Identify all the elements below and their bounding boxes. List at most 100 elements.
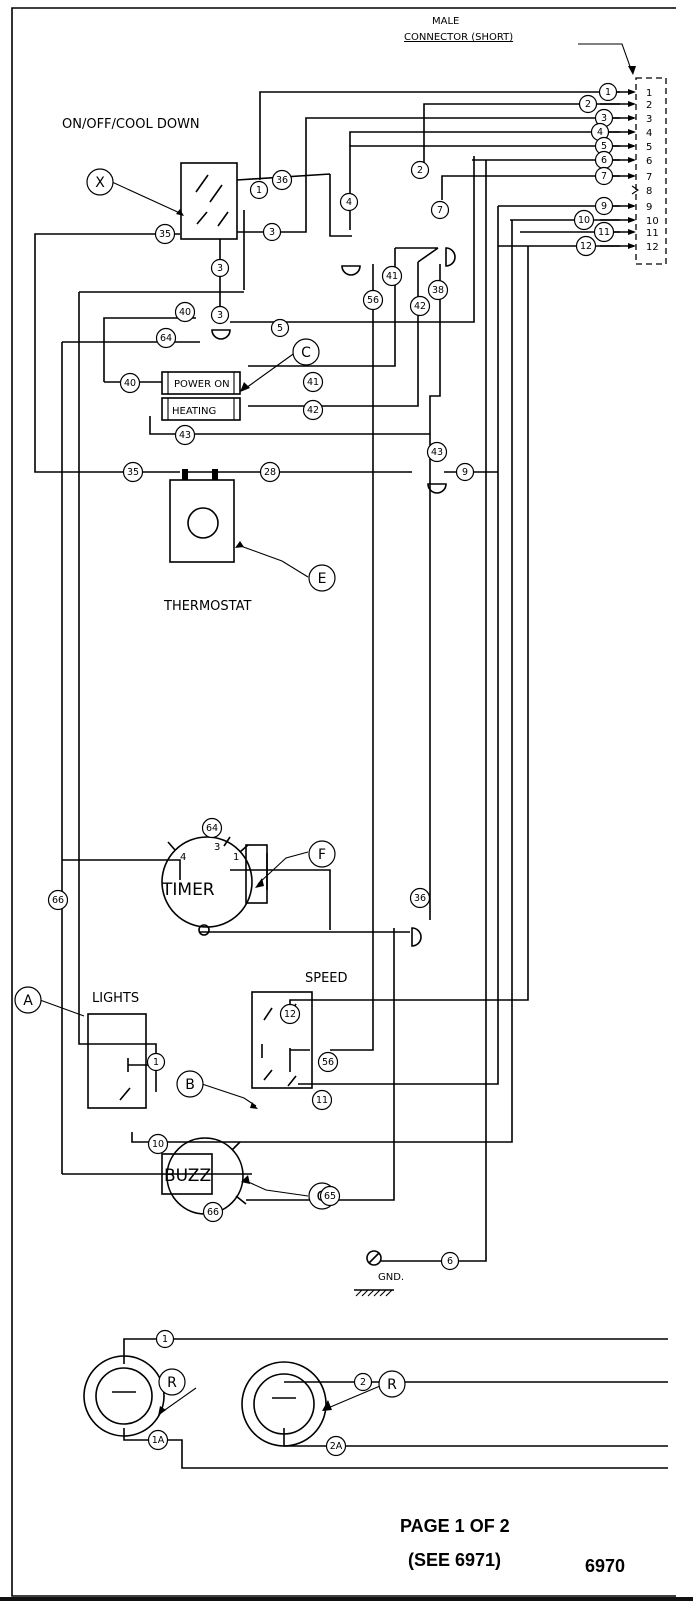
callout-f-letter: F bbox=[318, 847, 326, 863]
pin-arrow bbox=[628, 129, 636, 135]
connector-pin-8-mark bbox=[631, 185, 639, 195]
callout-r1-letter: R bbox=[167, 1375, 177, 1391]
wire-bubble bbox=[302, 371, 324, 393]
callout-a-letter: A bbox=[23, 993, 33, 1009]
wire-number: 66 bbox=[52, 895, 64, 906]
wire-number: 40 bbox=[124, 378, 136, 389]
wire-bubble bbox=[339, 192, 359, 212]
drawing-number: 6970 bbox=[585, 1556, 625, 1576]
wire-bubble bbox=[440, 1251, 460, 1271]
connector-pin-number: 5 bbox=[646, 142, 652, 153]
timer-terminal-4: 4 bbox=[180, 852, 186, 863]
wire-bubble bbox=[146, 1052, 166, 1072]
lights-switch bbox=[87, 1013, 147, 1109]
wire-number: 2 bbox=[360, 1377, 366, 1388]
wire-number: 3 bbox=[217, 263, 223, 274]
wire-bubble bbox=[325, 1435, 347, 1457]
switch-contacts bbox=[195, 174, 229, 227]
timer-terminal-1: 1 bbox=[233, 852, 239, 863]
wire-bubble bbox=[594, 196, 614, 216]
wire-number: 56 bbox=[322, 1057, 334, 1068]
wire-number: 36 bbox=[276, 175, 288, 186]
wire-number: 35 bbox=[127, 467, 139, 478]
connector-pin-number: 9 bbox=[646, 202, 652, 213]
wire-bubble bbox=[575, 235, 597, 257]
wire-bubble bbox=[426, 441, 448, 463]
wire-number: 43 bbox=[179, 430, 191, 441]
connector-pin-number: 12 bbox=[646, 242, 659, 253]
wire-number: 11 bbox=[598, 227, 610, 238]
ground-terminal bbox=[366, 1250, 382, 1266]
wiring bbox=[34, 91, 668, 1469]
socket-3 bbox=[211, 329, 231, 340]
wire-bubble bbox=[201, 817, 223, 839]
wire-number: 9 bbox=[601, 201, 607, 212]
wire-bubble bbox=[593, 221, 615, 243]
timer-bracket bbox=[245, 844, 268, 904]
wire-number: 42 bbox=[307, 405, 319, 416]
wire-bubble bbox=[202, 1201, 224, 1223]
ground-hatch bbox=[355, 1289, 393, 1297]
pin-arrow bbox=[628, 115, 636, 121]
on-off-switch bbox=[180, 162, 238, 240]
bottom-edge bbox=[0, 1597, 693, 1601]
callout-b-letter: B bbox=[185, 1077, 195, 1093]
wire-bubble bbox=[573, 209, 595, 231]
wire-bubble bbox=[362, 289, 384, 311]
wire-number: 56 bbox=[367, 295, 379, 306]
element-r1-outer bbox=[83, 1355, 165, 1437]
wire-bubble bbox=[154, 223, 176, 245]
element-r1-inner bbox=[95, 1367, 153, 1425]
wire-bubble bbox=[317, 1051, 339, 1073]
wire-number: 2 bbox=[585, 99, 591, 110]
wire-number: 6 bbox=[447, 1256, 453, 1267]
wire-number: 40 bbox=[179, 307, 191, 318]
male-connector bbox=[635, 77, 667, 265]
wire-number: 11 bbox=[316, 1095, 328, 1106]
wire-to-pin-4 bbox=[349, 131, 620, 146]
wire-number: 3 bbox=[269, 227, 275, 238]
wire-bubble bbox=[598, 82, 618, 102]
see-reference: (SEE 6971) bbox=[408, 1550, 501, 1570]
wire-bubble bbox=[259, 461, 281, 483]
wire-bubble bbox=[302, 399, 324, 421]
wire-bubble bbox=[311, 1089, 333, 1111]
connector-pin-number: 6 bbox=[646, 156, 652, 167]
element-r2-inner bbox=[253, 1373, 315, 1435]
wire-bubble bbox=[427, 279, 449, 301]
wire-number: 64 bbox=[206, 823, 218, 834]
wire-number: 7 bbox=[437, 205, 443, 216]
callout-r1 bbox=[158, 1368, 186, 1396]
wire-number: 42 bbox=[414, 301, 426, 312]
wire-bubble bbox=[381, 265, 403, 287]
connector-leader bbox=[578, 43, 633, 73]
pin-arrow bbox=[628, 229, 636, 235]
r-leaders bbox=[161, 1385, 381, 1413]
wire-bubble bbox=[47, 889, 69, 911]
wire-bubble bbox=[271, 169, 293, 191]
wire-bubble bbox=[174, 301, 196, 323]
page-indicator: PAGE 1 OF 2 bbox=[400, 1516, 510, 1536]
callout-leaders bbox=[39, 181, 309, 1197]
timer-tabs bbox=[167, 836, 249, 853]
timer-knob bbox=[198, 924, 210, 936]
power-on-lamp bbox=[161, 371, 241, 395]
wire-number: 43 bbox=[431, 447, 443, 458]
gnd-label: GND. bbox=[378, 1272, 404, 1283]
wire-number: 36 bbox=[414, 893, 426, 904]
wire-number: 6 bbox=[601, 155, 607, 166]
wire-number: 65 bbox=[324, 1191, 336, 1202]
pin-arrow bbox=[628, 89, 636, 95]
connector-leader-arrow bbox=[628, 66, 636, 75]
wire-bubble bbox=[119, 372, 141, 394]
wire-bubble bbox=[319, 1185, 341, 1207]
callout-x bbox=[86, 168, 114, 196]
power-on-text: POWER ON bbox=[174, 379, 230, 390]
wire-bubble bbox=[147, 1429, 169, 1451]
callout-r2 bbox=[378, 1370, 406, 1398]
socket-2 bbox=[445, 247, 456, 267]
heating-text: HEATING bbox=[172, 406, 216, 417]
wire-number: 41 bbox=[307, 377, 319, 388]
